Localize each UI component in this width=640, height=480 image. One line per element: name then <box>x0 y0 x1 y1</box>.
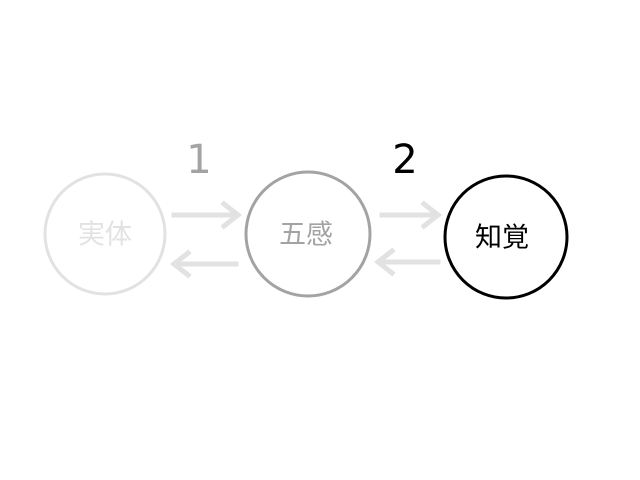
arrow-back-2 <box>373 247 441 277</box>
arrow-forward-1 <box>171 200 243 230</box>
node-perception-circle <box>443 174 569 300</box>
node-perception-label: 知覚 <box>475 223 529 254</box>
node-senses: 五感 <box>244 170 372 298</box>
node-substance-label: 実体 <box>78 220 132 251</box>
node-senses-label: 五感 <box>279 220 333 251</box>
step-label-2: 2 <box>392 137 417 183</box>
step-label-1: 1 <box>186 137 211 183</box>
node-substance: 実体 <box>43 172 167 296</box>
node-senses-circle <box>244 170 372 298</box>
arrow-forward-2 <box>379 200 443 230</box>
node-perception: 知覚 <box>443 174 569 300</box>
arrow-back-1 <box>169 249 239 279</box>
node-substance-circle <box>43 172 167 296</box>
